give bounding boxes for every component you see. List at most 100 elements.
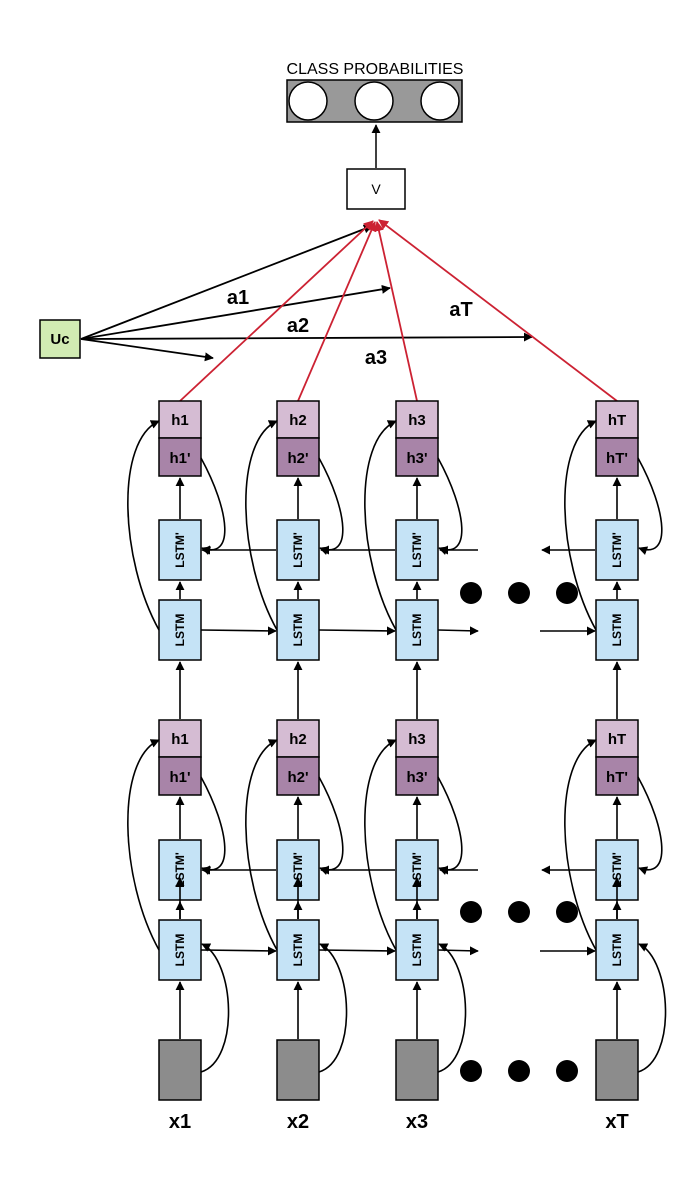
input-box bbox=[395, 1039, 439, 1101]
output-node bbox=[420, 81, 460, 121]
hidden-state-back-box bbox=[276, 437, 320, 477]
forward-arrow bbox=[318, 626, 396, 636]
attention-label-aT: aT bbox=[449, 299, 472, 321]
hidden-state-back-label: h3' bbox=[406, 769, 427, 786]
hidden-to-backward-curve bbox=[437, 776, 463, 875]
lstm-backward-box bbox=[158, 519, 202, 581]
hidden-state-box bbox=[276, 400, 320, 439]
input-label: xT bbox=[605, 1111, 628, 1133]
hidden-to-backward-curve bbox=[637, 457, 663, 555]
input-box bbox=[158, 1039, 202, 1101]
hidden-state-label: h1 bbox=[171, 731, 189, 748]
lstm-backward-label: LSTM' bbox=[173, 532, 187, 568]
hidden-state-label: h2 bbox=[289, 412, 307, 429]
forward-to-hidden-curve bbox=[564, 420, 597, 631]
lstm-forward-label: LSTM bbox=[410, 614, 424, 647]
lstm-forward-box bbox=[158, 919, 202, 981]
ellipsis-dots-upper bbox=[460, 582, 578, 604]
input-label: x3 bbox=[406, 1111, 428, 1133]
output-node bbox=[288, 81, 328, 121]
lstm-backward-label: LSTM' bbox=[291, 532, 305, 568]
hidden-state-box bbox=[158, 719, 202, 758]
attention-line-3 bbox=[374, 221, 418, 402]
lstm-forward-label: LSTM bbox=[291, 934, 305, 967]
hidden-state-back-label: h1' bbox=[169, 769, 190, 786]
ellipsis-dots-inputs bbox=[460, 1060, 578, 1082]
uc-label: Uc bbox=[50, 331, 69, 348]
input-to-lstm-curve bbox=[437, 943, 467, 1073]
hidden-to-backward-curve bbox=[200, 457, 226, 555]
lstm-forward-box bbox=[595, 599, 639, 661]
input-box bbox=[276, 1039, 320, 1101]
hidden-state-back-box bbox=[158, 756, 202, 796]
attention-label-a3: a3 bbox=[365, 347, 387, 369]
lstm-forward-label: LSTM bbox=[610, 614, 624, 647]
hidden-state-box bbox=[158, 400, 202, 439]
uc-aT-arrow bbox=[80, 332, 533, 342]
lstm-forward-label: LSTM bbox=[173, 934, 187, 967]
hidden-state-back-label: h2' bbox=[287, 450, 308, 467]
forward-to-hidden-curve bbox=[127, 739, 160, 951]
attention-line-2 bbox=[297, 221, 377, 402]
forward-arrow bbox=[318, 946, 396, 956]
lstm-backward-box bbox=[595, 519, 639, 581]
output-node bbox=[354, 81, 394, 121]
hidden-state-label: h3 bbox=[408, 731, 426, 748]
v-label: V bbox=[371, 181, 381, 197]
hidden-to-backward-curve bbox=[637, 776, 663, 875]
attention-line-T bbox=[378, 219, 618, 402]
hidden-state-label: hT bbox=[608, 731, 626, 748]
hidden-state-label: h2 bbox=[289, 731, 307, 748]
hidden-state-back-box bbox=[595, 756, 639, 796]
hidden-state-back-label: hT' bbox=[606, 769, 628, 786]
hidden-state-back-label: h3' bbox=[406, 450, 427, 467]
hidden-state-back-box bbox=[395, 756, 439, 796]
lstm-backward-label: LSTM' bbox=[610, 532, 624, 568]
attention-label-a1: a1 bbox=[227, 287, 249, 309]
forward-to-hidden-curve bbox=[564, 739, 597, 951]
hidden-state-box bbox=[395, 400, 439, 439]
lstm-forward-label: LSTM bbox=[291, 614, 305, 647]
input-label: x1 bbox=[169, 1111, 191, 1133]
forward-arrow bbox=[200, 946, 277, 956]
lstm-backward-label: LSTM' bbox=[410, 532, 424, 568]
lstm-forward-box bbox=[595, 919, 639, 981]
hidden-state-label: h3 bbox=[408, 412, 426, 429]
attention-line-1 bbox=[179, 220, 374, 402]
hidden-state-box bbox=[395, 719, 439, 758]
uc-a2-arrow bbox=[80, 284, 391, 340]
input-to-lstm-curve bbox=[200, 943, 230, 1073]
hidden-to-backward-curve bbox=[200, 776, 226, 875]
forward-to-hidden-curve bbox=[364, 420, 397, 631]
uc-box bbox=[39, 319, 81, 359]
hidden-state-back-label: h1' bbox=[169, 450, 190, 467]
lstm-backward-box bbox=[395, 519, 439, 581]
lstm-forward-label: LSTM bbox=[410, 934, 424, 967]
forward-arrow bbox=[437, 946, 479, 956]
forward-to-hidden-curve bbox=[127, 420, 160, 631]
hidden-state-back-box bbox=[158, 437, 202, 477]
input-label: x2 bbox=[287, 1111, 309, 1133]
hidden-state-back-label: h2' bbox=[287, 769, 308, 786]
forward-to-hidden-curve bbox=[245, 739, 278, 951]
hidden-state-box bbox=[595, 719, 639, 758]
output-title: CLASS PROBABILITIES bbox=[287, 61, 464, 78]
uc-to-v-arrow bbox=[80, 224, 373, 340]
hidden-state-label: hT bbox=[608, 412, 626, 429]
attention-label-a2: a2 bbox=[287, 315, 309, 337]
v-box bbox=[346, 168, 406, 210]
hidden-to-backward-curve bbox=[318, 457, 344, 555]
forward-arrow bbox=[200, 626, 277, 636]
forward-arrow bbox=[437, 626, 479, 636]
forward-to-hidden-curve bbox=[245, 420, 278, 631]
input-box bbox=[595, 1039, 639, 1101]
uc-a3-arrow bbox=[80, 338, 214, 362]
hidden-state-back-label: hT' bbox=[606, 450, 628, 467]
lstm-backward-box bbox=[276, 519, 320, 581]
hidden-state-back-box bbox=[595, 437, 639, 477]
ellipsis-dots-lower bbox=[460, 901, 578, 923]
lstm-forward-label: LSTM bbox=[173, 614, 187, 647]
hidden-state-back-box bbox=[395, 437, 439, 477]
forward-to-hidden-curve bbox=[364, 739, 397, 951]
